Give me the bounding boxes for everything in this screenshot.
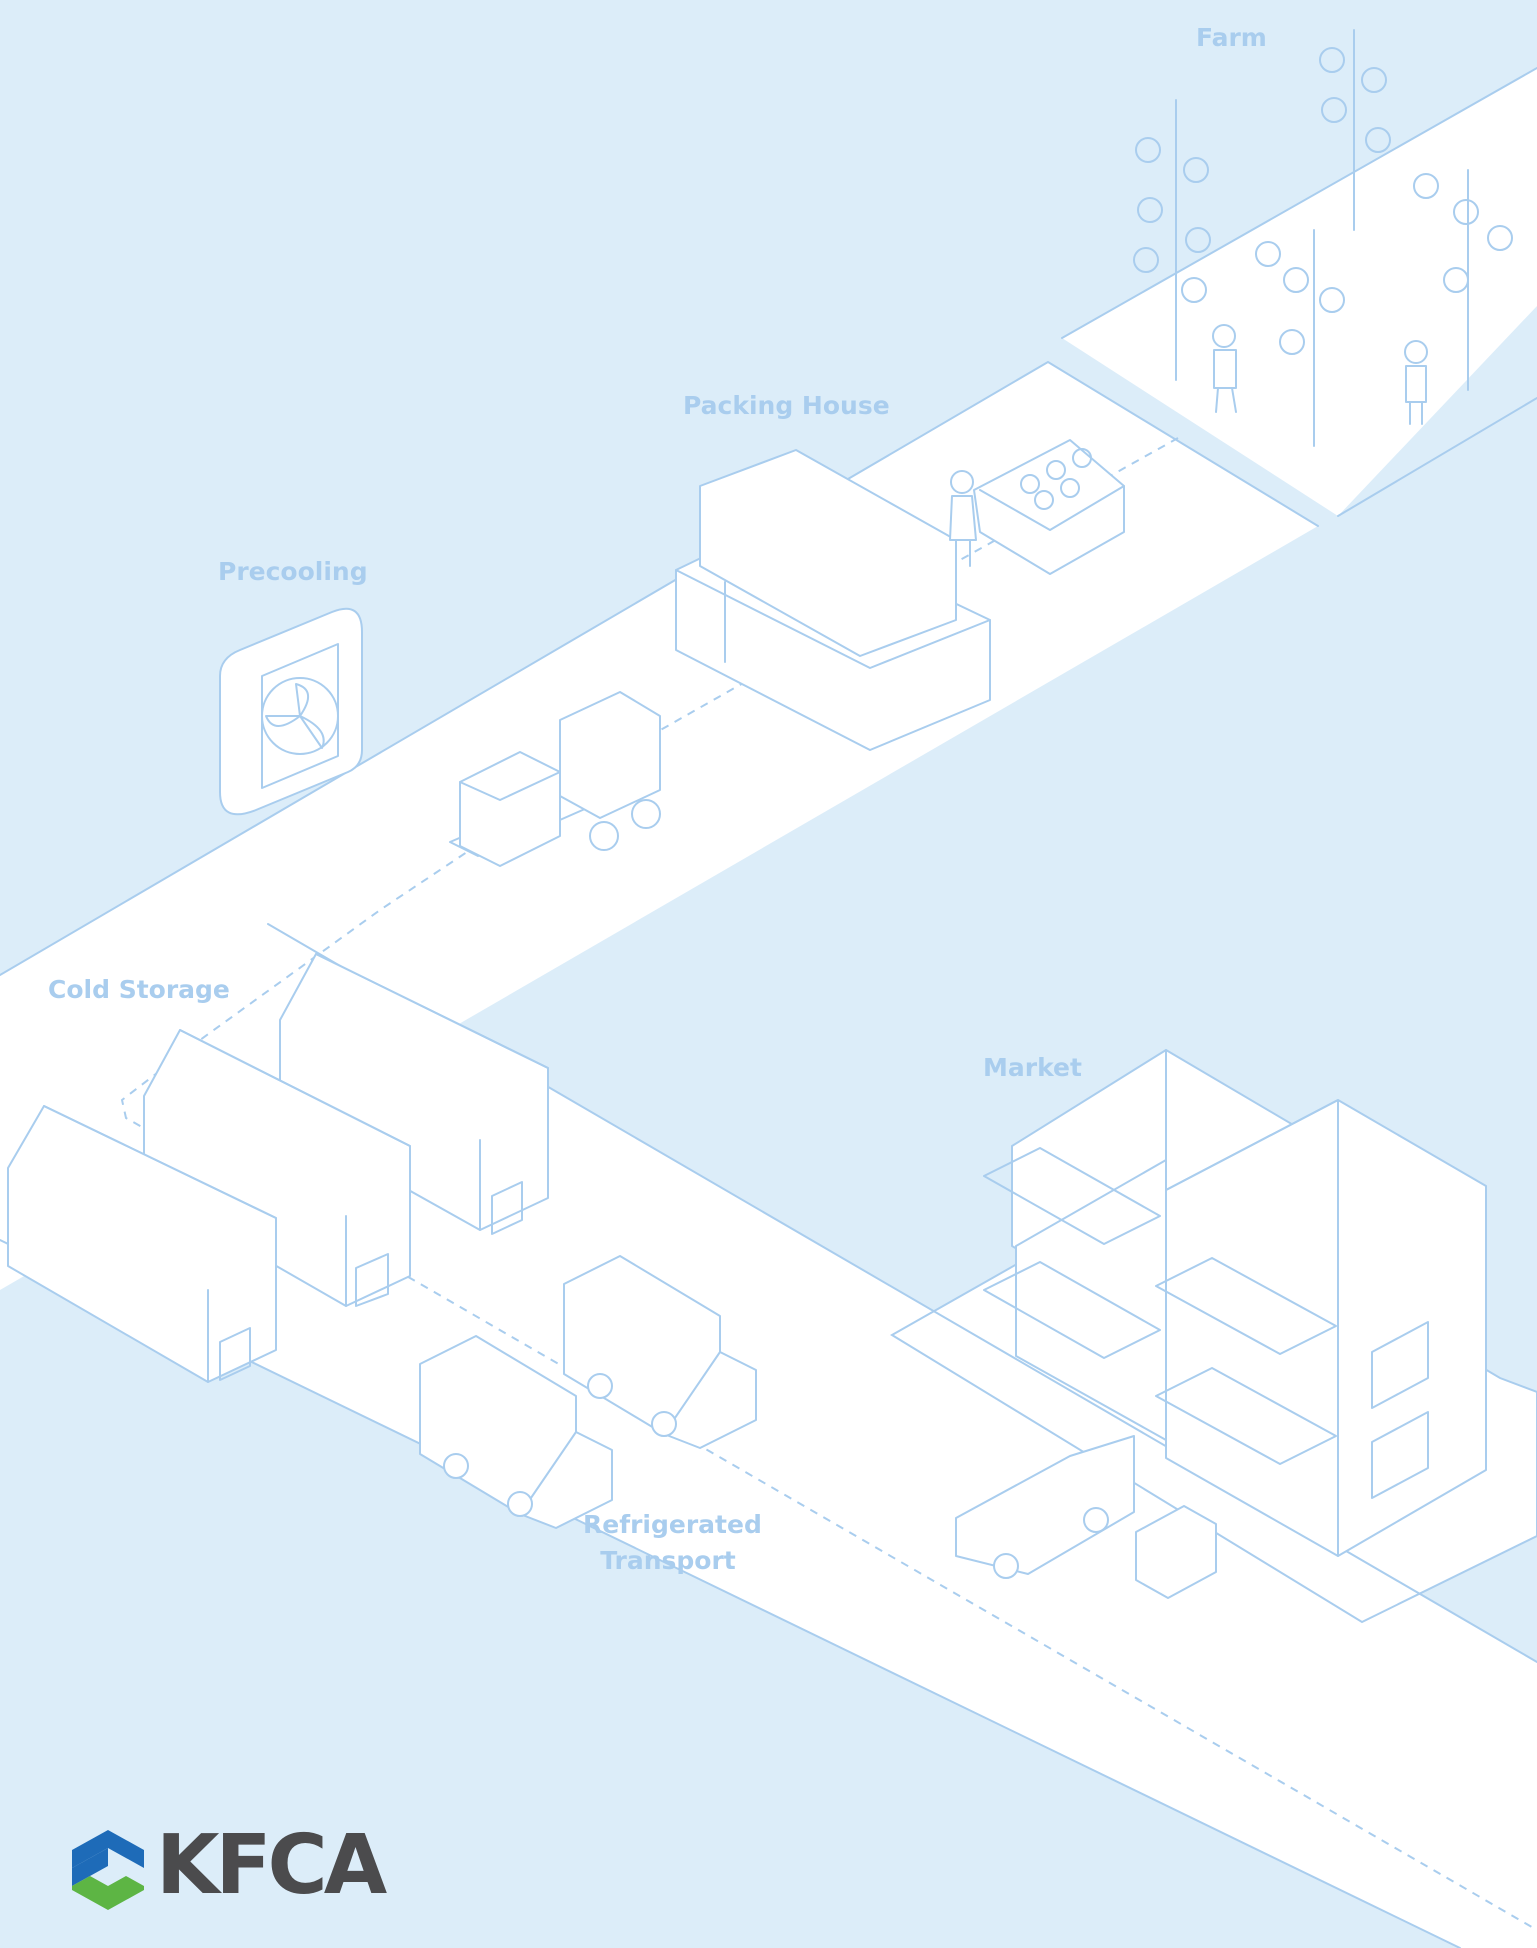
refrigerated-transport-label-line2: Transport [600,1546,736,1575]
tree-icon [1133,29,1513,447]
warehouse-icon [7,953,549,1383]
market-label: Market [983,1053,1082,1082]
refrigerated-transport-label: Refrigerated Transport [583,1507,762,1579]
kfca-logo: KFCA [70,1818,387,1916]
packing-house-label: Packing House [683,391,890,420]
produce-crate [973,439,1125,575]
worker-icon [1212,324,1428,425]
fan-icon [219,607,363,816]
logo-wordmark: KFCA [156,1818,387,1913]
cold-storage-label: Cold Storage [48,975,230,1004]
truck-icon [419,1255,1217,1599]
forklift-icon [449,691,661,867]
shop-building-icon [983,1049,1487,1557]
box-icon [675,449,991,751]
farm-label: Farm [1196,23,1267,52]
precooling-label: Precooling [218,557,368,586]
refrigerated-transport-label-line1: Refrigerated [583,1510,762,1539]
logo-icon [72,1830,144,1910]
worker-icon [949,470,977,567]
